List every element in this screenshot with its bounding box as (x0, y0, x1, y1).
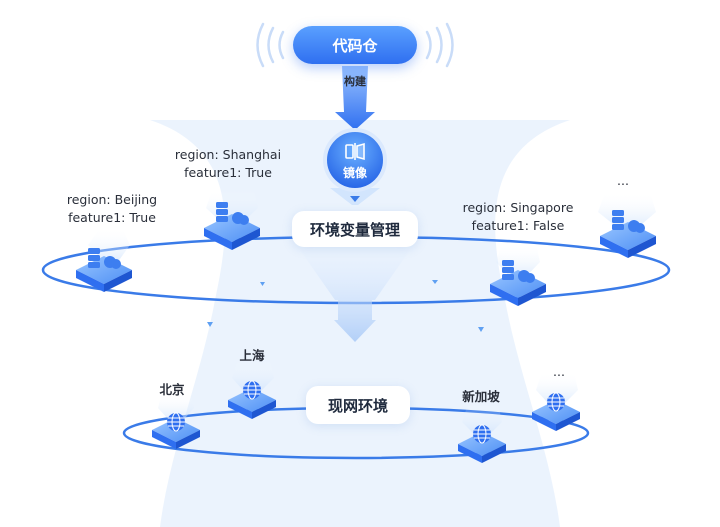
region-text: region: Shanghai (174, 147, 282, 162)
node-label-beijing: region: Beijing feature1: True (52, 191, 172, 227)
node-label-more: ... (617, 173, 629, 188)
prod-node-beijing (152, 412, 200, 449)
server-node-beijing (76, 248, 132, 292)
build-label: 构建 (344, 75, 366, 88)
small-arrow (350, 196, 360, 202)
image-label: 镜像 (342, 166, 367, 180)
feature-text: feature1: True (68, 210, 156, 225)
prod-label-more: ... (553, 364, 565, 379)
code-repo-button[interactable]: 代码仓 (293, 26, 417, 64)
build-arrow (335, 66, 375, 130)
prod-node-shanghai (228, 380, 276, 419)
server-node-singapore (490, 260, 546, 306)
prod-env-box[interactable]: 现网环境 (306, 386, 410, 424)
signal-waves-icon (256, 22, 454, 68)
region-text: region: Beijing (66, 192, 158, 207)
feature-text: feature1: True (184, 165, 272, 180)
prod-label-beijing: 北京 (159, 382, 185, 397)
feature-text: feature1: False (471, 218, 565, 233)
prod-label-singapore: 新加坡 (462, 389, 500, 404)
prod-label-shanghai: 上海 (239, 348, 265, 363)
node-label-singapore: region: Singapore feature1: False (458, 199, 578, 235)
image-mirror-icon (345, 142, 365, 161)
server-node-more (600, 210, 656, 258)
node-label-shanghai: region: Shanghai feature1: True (170, 146, 286, 182)
server-node-shanghai (204, 202, 260, 250)
region-text: region: Singapore (462, 200, 574, 215)
prod-node-singapore (458, 424, 506, 463)
node-cones (88, 190, 656, 442)
flow-arrows (207, 280, 484, 332)
env-var-mgmt-box[interactable]: 环境变量管理 (292, 211, 418, 247)
prod-node-more (532, 392, 580, 431)
distribution-arrow (300, 250, 410, 342)
